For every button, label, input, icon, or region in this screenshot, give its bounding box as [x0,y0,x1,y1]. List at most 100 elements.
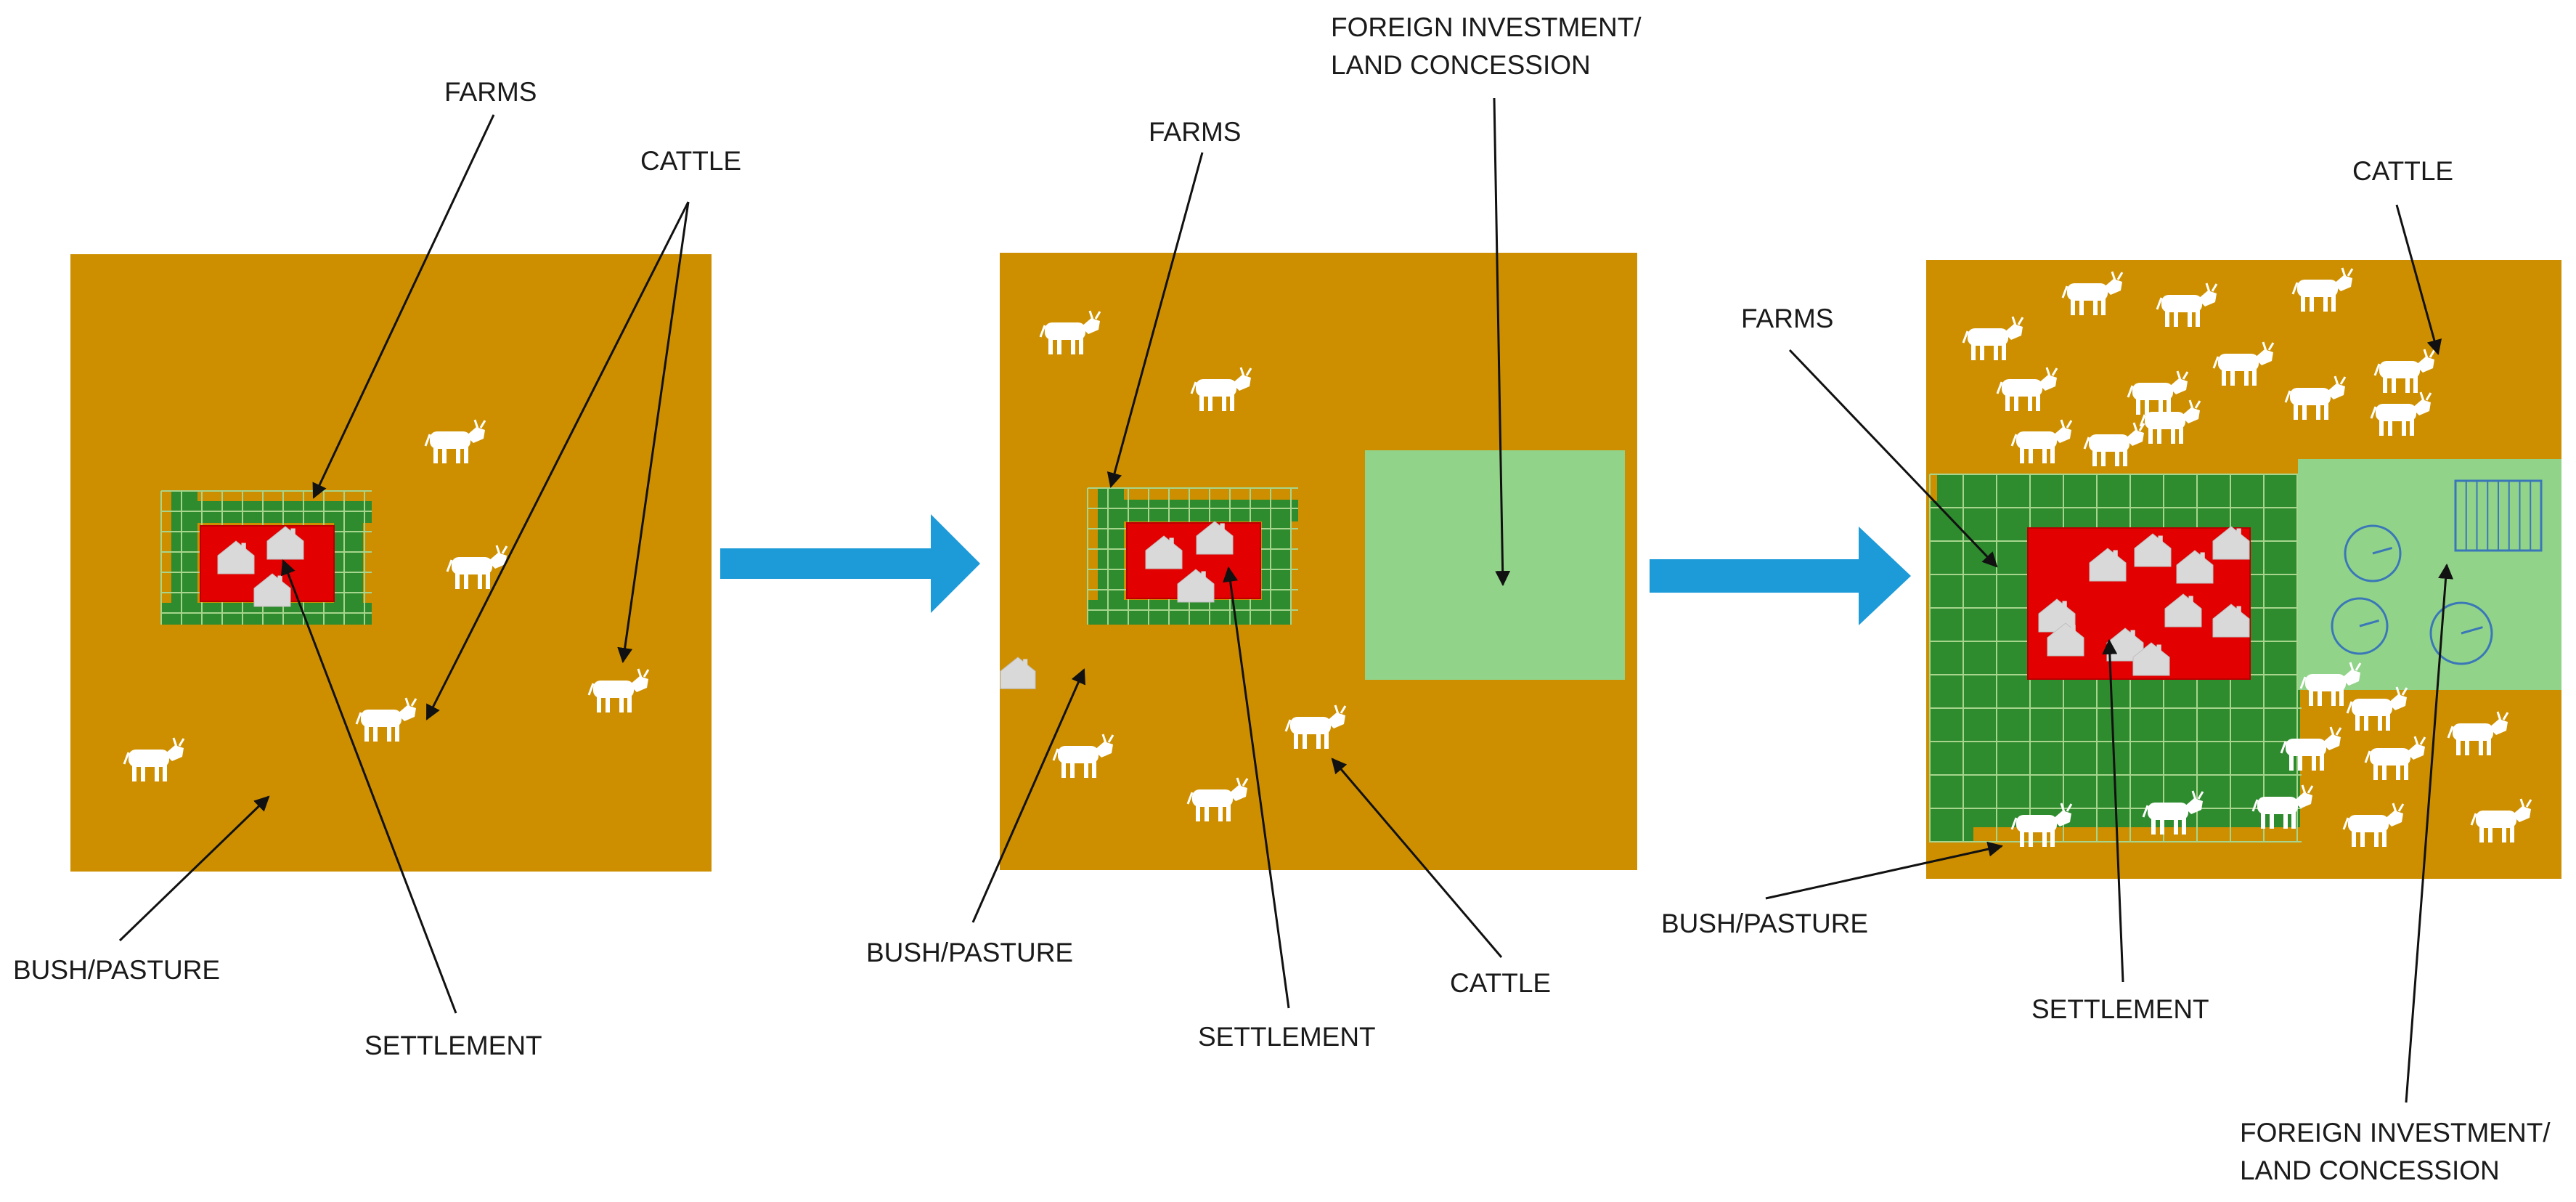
cattle-icon [2284,375,2347,420]
cattle-icon [2083,422,2145,466]
pointer-bush-3 [1765,841,2004,900]
cattle-group-3 [1962,267,2532,847]
grid-field-icon [2454,479,2543,552]
label-bush-1: BUSH/PASTURE [13,955,221,985]
cattle-icon [2364,736,2426,780]
cattle-icon [2291,267,2354,312]
cattle-icon [2342,803,2405,847]
cattle-icon [2370,391,2432,436]
farms-area-2 [1087,487,1298,625]
cattle-icon [2299,662,2362,706]
label-cattle-1: CATTLE [640,146,742,176]
cattle-icon [2346,686,2408,731]
flow-arrow-2-to-3 [1650,527,1911,625]
pointer-farms-2 [1106,152,1204,489]
label-cattle-3: CATTLE [2352,156,2454,186]
cattle-icon [355,697,417,742]
crop-circle-icon [2331,597,2389,655]
pointer-bush-2 [971,668,1086,923]
farm-strip-right [1262,500,1291,623]
cattle-icon [2470,798,2532,842]
house-icon [1177,569,1215,603]
houses-1 [217,526,304,607]
label-bush-2: BUSH/PASTURE [866,938,1074,967]
label-settlement-1: SETTLEMENT [364,1031,542,1060]
cattle-icon [1039,310,1101,354]
panel-2 [1000,253,1637,870]
cattle-icon [123,737,185,781]
pointer-lines [118,97,2454,1103]
cattle-icon [2156,283,2218,327]
pointer-cattle-2 [1331,758,1503,958]
label-farms-1: FARMS [444,77,537,107]
pointer-settlement-3 [2102,638,2124,983]
house-icon [1000,657,1036,689]
house-icon [2089,548,2127,582]
house-icon [2164,593,2202,628]
cattle-group-1 [123,419,650,781]
cattle-icon [446,545,508,589]
pointer-concession-2 [1493,97,1511,587]
house-icon [2134,533,2172,567]
cattle-icon [2251,784,2314,829]
pointer-bush-1 [118,795,270,942]
cattle-icon [2447,711,2509,755]
farm-strip-right [334,501,363,623]
houses-2 [1145,521,1234,603]
cattle-icon [2142,790,2204,835]
house-icon [1196,521,1234,555]
cattle-icon [1186,777,1249,821]
crop-circle-icon [2429,601,2493,665]
house-icon [2212,604,2250,638]
house-icon [266,526,304,560]
label-farms-3: FARMS [1741,304,1834,333]
farms-area-1 [160,490,372,625]
crop-circle-radius [2461,626,2483,635]
houses-3 [2038,526,2250,676]
cattle-icon [1284,704,1347,749]
house-icon [253,573,291,607]
pointer-farms-1 [312,114,495,499]
pointer-cattle-1b [617,201,690,664]
cattle-icon [2212,341,2275,386]
label-settlement-3: SETTLEMENT [2031,994,2209,1024]
flow-arrow-1-to-2 [720,514,980,613]
house-icon [2212,526,2250,560]
cattle-icon [1190,367,1252,411]
crop-circle-radius [2359,619,2380,628]
pointer-farms-3 [1788,349,1998,568]
farm-left-extension [1930,501,1973,842]
label-settlement-2: SETTLEMENT [1198,1022,1376,1052]
panel-1 [70,254,712,872]
pointer-settlement-2 [1223,566,1290,1009]
crop-circle-radius [2372,546,2393,555]
cattle-icon [1052,734,1114,778]
pointer-cattle-1a [425,201,690,720]
cattle-icon [2010,419,2073,463]
pointer-concession-3 [2405,563,2454,1103]
pointer-settlement-1 [280,559,457,1014]
cattle-icon [2139,399,2201,444]
label-farms-2: FARMS [1149,117,1242,147]
house-icon [217,540,255,574]
land-concession-area-2 [1365,450,1625,680]
land-concession-area-3 [2298,459,2561,690]
house-icon [2132,642,2170,676]
house-icon [2176,550,2214,584]
cattle-icon [2127,370,2189,415]
pointer-cattle-3 [2395,204,2442,356]
cattle-icon [2010,803,2073,847]
label-concession-2: FOREIGN INVESTMENT/ LAND CONCESSION [1331,12,1642,80]
cattle-icon [424,419,486,463]
crop-circle-icon [2344,524,2402,582]
cattle-icon [2373,349,2436,393]
label-cattle-2: CATTLE [1450,968,1552,998]
house-icon [2047,622,2084,657]
cattle-icon [587,668,650,712]
cattle-group-2 [1039,310,1347,821]
cattle-icon [2280,726,2342,771]
panel-3 [1926,260,2561,879]
concession-block [2298,459,2561,690]
